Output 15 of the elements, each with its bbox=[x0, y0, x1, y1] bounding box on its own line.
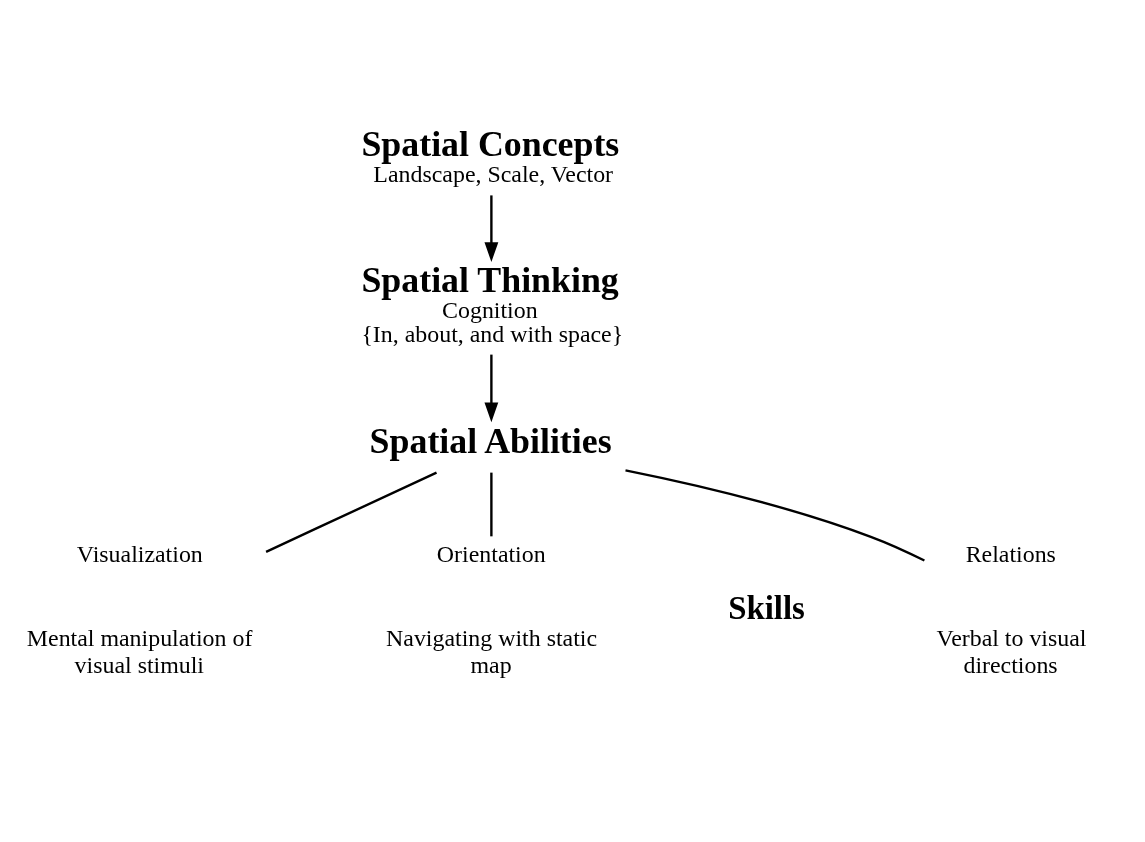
node-text: Spatial Thinking Cognition {In, about, and with space} bbox=[361, 260, 624, 348]
node-text: Visualization bbox=[76, 540, 203, 567]
arrow bbox=[484, 354, 499, 423]
node-text: Orientation bbox=[436, 540, 546, 567]
label: Skills bbox=[728, 589, 805, 626]
connector bbox=[625, 469, 925, 562]
node-text: Spatial Abilities bbox=[369, 421, 612, 462]
node-label: Mental manipulation of visual stimuli bbox=[26, 625, 253, 679]
node-text: Spatial Concepts Landscape, Scale, Vector bbox=[361, 124, 620, 188]
node-text: Relations bbox=[965, 540, 1056, 567]
connector bbox=[265, 471, 438, 553]
connector bbox=[490, 472, 493, 537]
node-label: Navigating with static map bbox=[386, 625, 598, 679]
node-label: Verbal to visual directions bbox=[936, 625, 1087, 679]
arrow bbox=[484, 195, 499, 263]
